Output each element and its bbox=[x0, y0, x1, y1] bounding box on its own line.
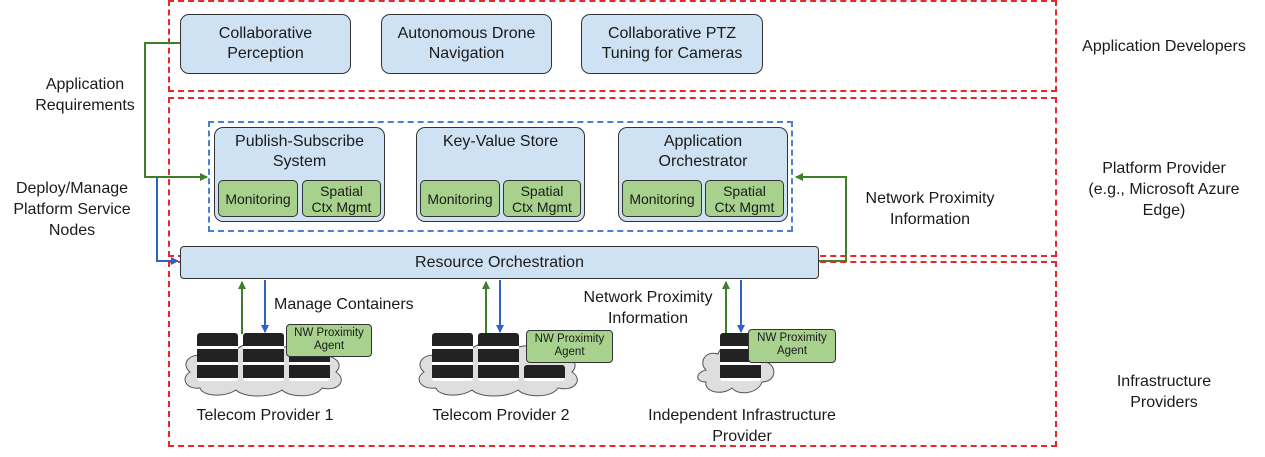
deploy-manage-label: Deploy/Manage Platform Service Nodes bbox=[4, 178, 140, 241]
service-title-line2: Orchestrator bbox=[658, 153, 748, 170]
application-layer-boundary bbox=[168, 0, 1057, 92]
provider-line2: Provider bbox=[712, 428, 772, 445]
app-title-line2: Navigation bbox=[428, 45, 505, 62]
deploy-manage-arrow bbox=[156, 177, 179, 265]
app-collaborative-ptz-tuning: Collaborative PTZ Tuning for Cameras bbox=[581, 14, 763, 74]
provider-label-3: Independent Infrastructure Provider bbox=[630, 405, 854, 447]
monitoring-chip: Monitoring bbox=[622, 180, 702, 217]
provider-label-1: Telecom Provider 1 bbox=[180, 405, 350, 426]
provider-line1: Telecom Provider 1 bbox=[196, 407, 334, 424]
role-infra-line1: Infrastructure bbox=[1116, 373, 1212, 390]
network-proximity-mid-label: Network Proximity Information bbox=[572, 287, 724, 329]
app-title-line2: Tuning for Cameras bbox=[601, 45, 743, 62]
ctx-line1: Spatial bbox=[520, 182, 564, 199]
provider-line1: Telecom Provider 2 bbox=[432, 407, 570, 424]
provider-label-2: Telecom Provider 2 bbox=[416, 405, 586, 426]
manage-containers-label: Manage Containers bbox=[274, 294, 414, 315]
platform-services-boundary bbox=[208, 121, 793, 232]
ctx-line2: Ctx Mgmt bbox=[311, 198, 372, 215]
role-platform-provider: Platform Provider (e.g., Microsoft Azure… bbox=[1066, 158, 1262, 221]
app-title-line1: Collaborative PTZ bbox=[607, 25, 737, 42]
app-title-line1: Autonomous Drone bbox=[397, 25, 536, 42]
provider-line1: Independent Infrastructure bbox=[648, 407, 836, 424]
app-requirements-arrow bbox=[144, 42, 208, 181]
network-proximity-info-label: Network Proximity Information bbox=[850, 188, 1010, 230]
np-mid-line1: Network Proximity bbox=[583, 289, 713, 306]
app-title-line1: Collaborative bbox=[218, 25, 313, 42]
server-icon bbox=[243, 333, 284, 381]
monitoring-chip: Monitoring bbox=[420, 180, 500, 217]
server-icon bbox=[432, 333, 473, 381]
np-line2: Information bbox=[889, 211, 971, 228]
role-infra-line2: Providers bbox=[1130, 394, 1198, 411]
server-icon bbox=[524, 365, 565, 381]
np-mid-line2: Information bbox=[607, 310, 689, 327]
service-title-line1: Application bbox=[663, 133, 743, 150]
monitoring-label: Monitoring bbox=[427, 190, 493, 207]
role-application-developers: Application Developers bbox=[1066, 36, 1262, 57]
ctx-line1: Spatial bbox=[320, 182, 363, 199]
ctx-line2: Ctx Mgmt bbox=[512, 198, 572, 215]
np-line1: Network Proximity bbox=[865, 190, 995, 207]
nw-agent-line2: Agent bbox=[776, 345, 808, 357]
nw-agent-line1: NW Proximity bbox=[534, 333, 605, 345]
deploy-line1: Deploy/Manage bbox=[15, 180, 129, 197]
application-requirements-label: Application Requirements bbox=[22, 74, 148, 116]
monitoring-label: Monitoring bbox=[629, 190, 695, 207]
nw-agent-line1: NW Proximity bbox=[294, 327, 364, 339]
service-title-line1: Publish-Subscribe bbox=[235, 133, 364, 150]
role-pp-line3: Edge) bbox=[1142, 202, 1186, 219]
deploy-line3: Nodes bbox=[48, 222, 96, 239]
role-pp-line1: Platform Provider bbox=[1102, 160, 1226, 177]
monitoring-chip: Monitoring bbox=[218, 180, 298, 217]
nw-agent-line2: Agent bbox=[313, 340, 345, 352]
manage-containers-text: Manage Containers bbox=[274, 296, 414, 313]
server-icon bbox=[197, 333, 238, 381]
deploy-line2: Platform Service bbox=[13, 201, 131, 218]
monitoring-label: Monitoring bbox=[225, 190, 291, 207]
app-req-line1: Application bbox=[45, 76, 125, 93]
ctx-line1: Spatial bbox=[723, 182, 766, 199]
server-icon bbox=[478, 333, 519, 381]
ctx-line2: Ctx Mgmt bbox=[714, 198, 775, 215]
service-title-line1: Key-Value Store bbox=[442, 133, 559, 150]
app-title-line2: Perception bbox=[227, 45, 304, 62]
network-proximity-arrow bbox=[795, 173, 847, 262]
resource-orchestration-bar: Resource Orchestration bbox=[180, 246, 819, 279]
resource-orchestration-label: Resource Orchestration bbox=[415, 253, 584, 271]
role-app-dev-text: Application Developers bbox=[1082, 38, 1246, 55]
app-req-line2: Requirements bbox=[35, 97, 135, 114]
nw-agent-line1: NW Proximity bbox=[757, 332, 827, 344]
role-infrastructure-providers: Infrastructure Providers bbox=[1066, 371, 1262, 413]
role-pp-line2: (e.g., Microsoft Azure bbox=[1088, 181, 1240, 198]
nw-agent-line2: Agent bbox=[554, 346, 585, 358]
service-title-line2: System bbox=[272, 153, 327, 170]
